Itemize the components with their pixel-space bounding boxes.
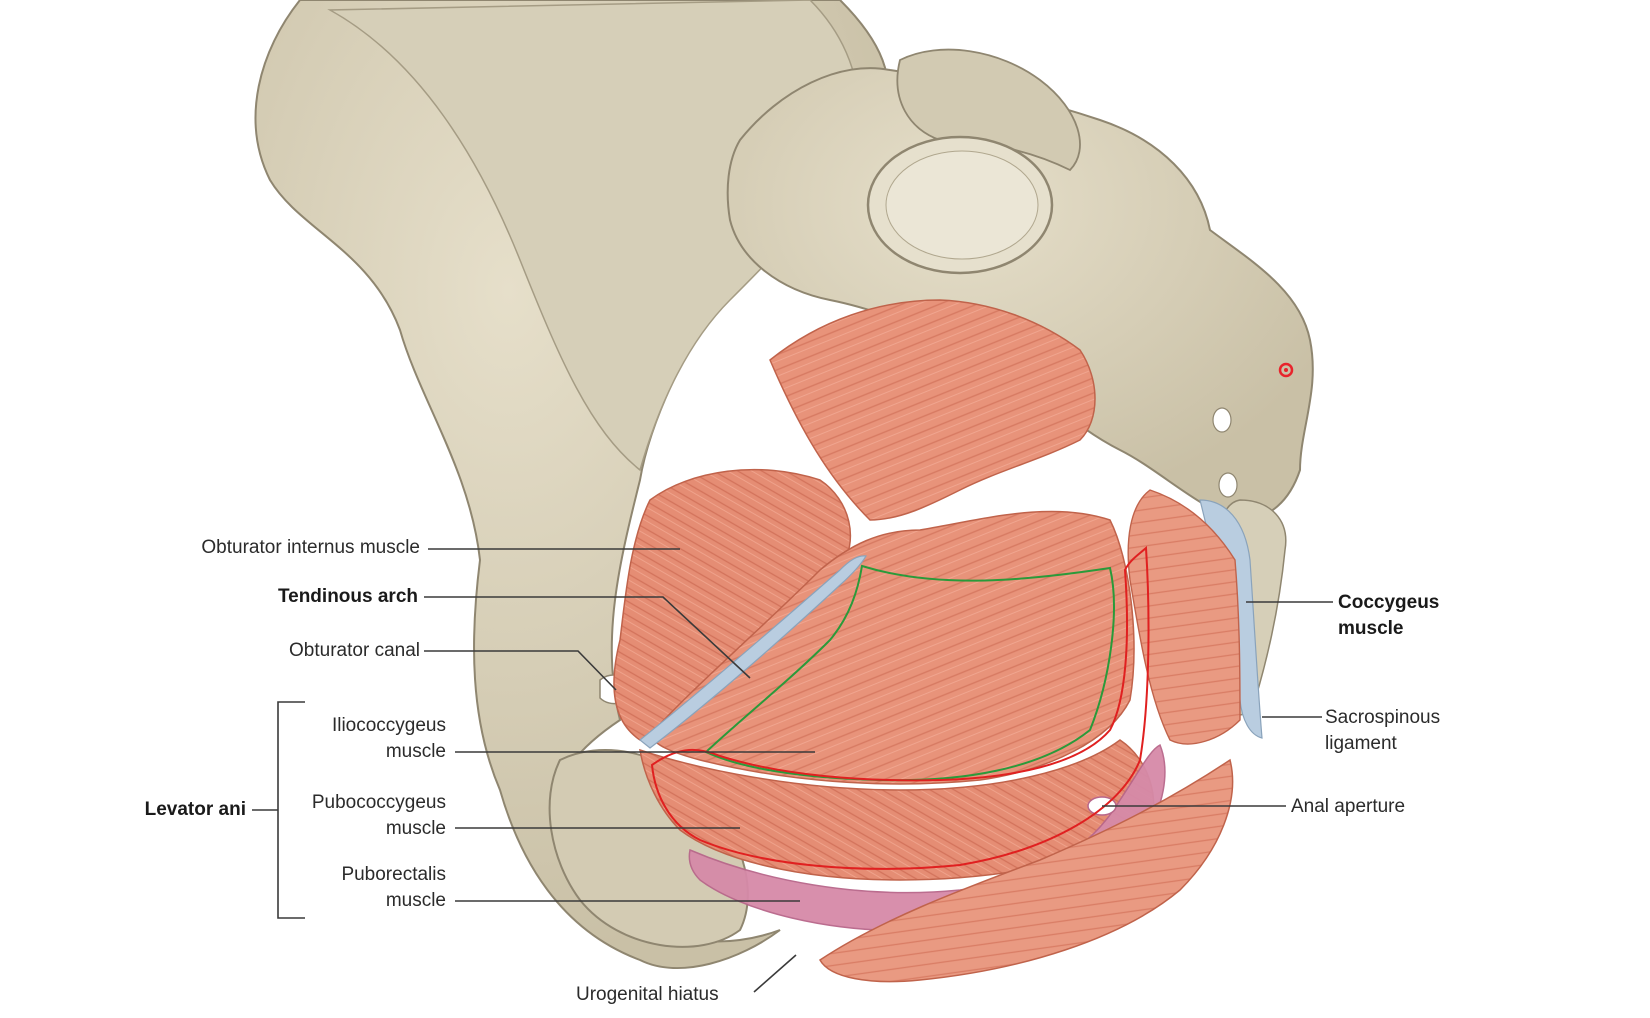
sacral-foramen-2 bbox=[1218, 472, 1238, 498]
label-coccygeus-1: Coccygeus bbox=[1338, 592, 1440, 613]
label-pubococcygeus-2: muscle bbox=[385, 818, 446, 839]
leader-urogenital-hiatus bbox=[753, 954, 797, 993]
label-anal-aperture: Anal aperture bbox=[1291, 796, 1406, 817]
sacral-foramen-1 bbox=[1212, 407, 1232, 433]
tendinous-arch bbox=[639, 555, 867, 749]
label-sacrospinous-1: Sacrospinous bbox=[1325, 707, 1441, 728]
label-puborectalis-1: Puborectalis bbox=[341, 864, 446, 885]
label-obturator-internus: Obturator internus muscle bbox=[201, 537, 420, 558]
leader-tendinous-arch bbox=[424, 596, 751, 679]
red-marker-dot bbox=[1278, 362, 1294, 378]
label-pubococcygeus-1: Pubococcygeus bbox=[311, 792, 446, 813]
red-marker-center bbox=[1284, 368, 1288, 372]
label-tendinous-arch: Tendinous arch bbox=[277, 586, 418, 607]
leader-obturator-canal bbox=[424, 650, 617, 691]
label-urogenital-hiatus: Urogenital hiatus bbox=[576, 984, 719, 1005]
perineal-flap bbox=[819, 758, 1234, 983]
coccygeus-muscle bbox=[1127, 489, 1241, 745]
label-sacrospinous-2: ligament bbox=[1325, 733, 1397, 754]
red-outline bbox=[650, 545, 1150, 870]
label-obturator-canal: Obturator canal bbox=[289, 640, 420, 661]
label-iliococcygeus-2: muscle bbox=[385, 741, 446, 762]
label-coccygeus-2: muscle bbox=[1338, 618, 1404, 639]
piriformis-muscle bbox=[769, 299, 1096, 521]
label-puborectalis-2: muscle bbox=[385, 890, 446, 911]
label-iliococcygeus-1: Iliococcygeus bbox=[331, 715, 446, 736]
vertebral-body-surface bbox=[885, 150, 1039, 260]
label-levator-ani: Levator ani bbox=[144, 799, 246, 820]
